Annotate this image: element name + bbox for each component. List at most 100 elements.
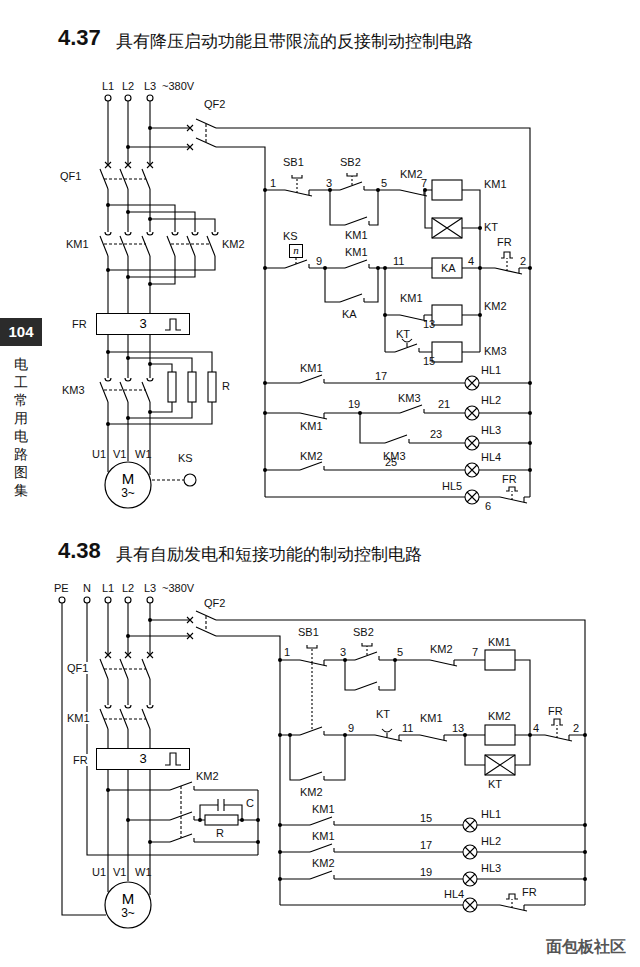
circuit-symbol [142, 232, 153, 256]
wire-number: 4 [533, 722, 539, 734]
thermal-relay-box: 3 [96, 748, 190, 770]
node-text: 3 [139, 317, 146, 331]
wire-number: 5 [397, 646, 403, 658]
circuit-symbol [545, 735, 572, 741]
wire [128, 620, 585, 905]
terminal-circle [126, 416, 130, 420]
circuit-symbol [170, 812, 194, 820]
wire [280, 851, 585, 852]
power-circuit-438 [59, 597, 585, 915]
wire-number: 2 [573, 722, 579, 734]
circuit-symbol [340, 173, 364, 190]
component-label: SB1 [298, 626, 319, 638]
wire-number: 2 [520, 255, 526, 267]
component-box [208, 372, 216, 402]
component-label: L1 [102, 80, 114, 92]
terminal-circle [106, 350, 110, 354]
component-label: FR [72, 318, 87, 330]
terminal-circle [184, 474, 196, 486]
wire [200, 799, 242, 820]
component-label: ~380V [162, 582, 194, 594]
component-label: QF2 [204, 597, 225, 609]
component-label: KM3 [398, 392, 421, 404]
wire [506, 487, 518, 491]
component-label: R [222, 380, 230, 392]
component-label: HL2 [481, 394, 501, 406]
component-label: V1 [113, 866, 126, 878]
wire [280, 904, 585, 905]
wire-number: 15 [423, 355, 435, 367]
control-circuit-437 [265, 173, 530, 504]
circuit-symbol [485, 725, 515, 745]
component-label: SB2 [340, 156, 361, 168]
component-label: HL3 [481, 424, 501, 436]
component-label: KM2 [312, 857, 335, 869]
component-label: L3 [144, 80, 156, 92]
terminal-circle [198, 818, 202, 822]
heading-text: 具有降压启动功能且带限流的反接制动控制电路 [116, 31, 473, 51]
terminal-circle [256, 818, 260, 822]
wire [385, 268, 480, 352]
component-label: KM1 [345, 229, 368, 241]
terminal-circle [148, 840, 152, 844]
component-label: KM1 [66, 712, 91, 724]
terminal-circle [125, 95, 131, 101]
component-label: KM2 [300, 450, 323, 462]
wire [280, 878, 585, 879]
wire [104, 243, 211, 244]
circuit-symbol [300, 645, 327, 666]
circuit-symbol [485, 755, 515, 775]
wire-number: 17 [375, 370, 387, 382]
component-label: KM1 [345, 246, 368, 258]
wire-number: 5 [381, 177, 387, 189]
wire [108, 352, 212, 372]
watermark: 面包板社区 [546, 938, 626, 956]
component-label: KM1 [312, 830, 335, 842]
wire [205, 124, 206, 142]
circuit-symbol [385, 435, 409, 443]
terminal-circle [106, 268, 110, 272]
node-text-group: M3~ [121, 891, 135, 919]
component-label: KT [484, 221, 498, 233]
component-label: KM2 [222, 238, 245, 250]
wire [165, 753, 181, 765]
circuit-symbol [355, 643, 379, 660]
component-label: HL1 [481, 364, 501, 376]
node-text-group: n [293, 245, 299, 257]
terminal-circle [125, 597, 131, 603]
wire-number: 7 [421, 177, 427, 189]
wire [108, 205, 215, 232]
circuit-symbol [100, 652, 111, 679]
circuit-symbol [463, 818, 477, 832]
terminal-circle [105, 95, 111, 101]
node-text: n [293, 245, 299, 257]
wire-number: 11 [402, 722, 413, 734]
wire [104, 668, 146, 669]
component-label: HL3 [481, 862, 501, 874]
terminal-circle [148, 410, 152, 414]
wire [312, 663, 557, 738]
component-label: KM1 [66, 238, 89, 250]
wire [152, 479, 184, 480]
wire [205, 616, 206, 631]
circuit-symbol [300, 462, 324, 470]
wire-number: 6 [485, 500, 491, 512]
wire [501, 252, 513, 258]
wire [108, 790, 258, 855]
circuit-symbol [345, 217, 369, 225]
circuit-symbol [432, 258, 462, 278]
wire [180, 786, 181, 838]
heading-text: 具有自励发电和短接功能的制动控制电路 [116, 544, 422, 564]
wire [108, 101, 150, 165]
wire [265, 496, 530, 497]
circuit-symbol [355, 682, 379, 690]
circuit-symbol [375, 729, 402, 741]
terminal-circle [126, 356, 130, 360]
component-label: KS [178, 452, 193, 464]
component-label: FR [72, 754, 89, 766]
component-label: FR [502, 473, 517, 485]
component-label: QF1 [60, 170, 81, 182]
wire [290, 735, 345, 780]
component-label: KM2 [430, 643, 453, 655]
